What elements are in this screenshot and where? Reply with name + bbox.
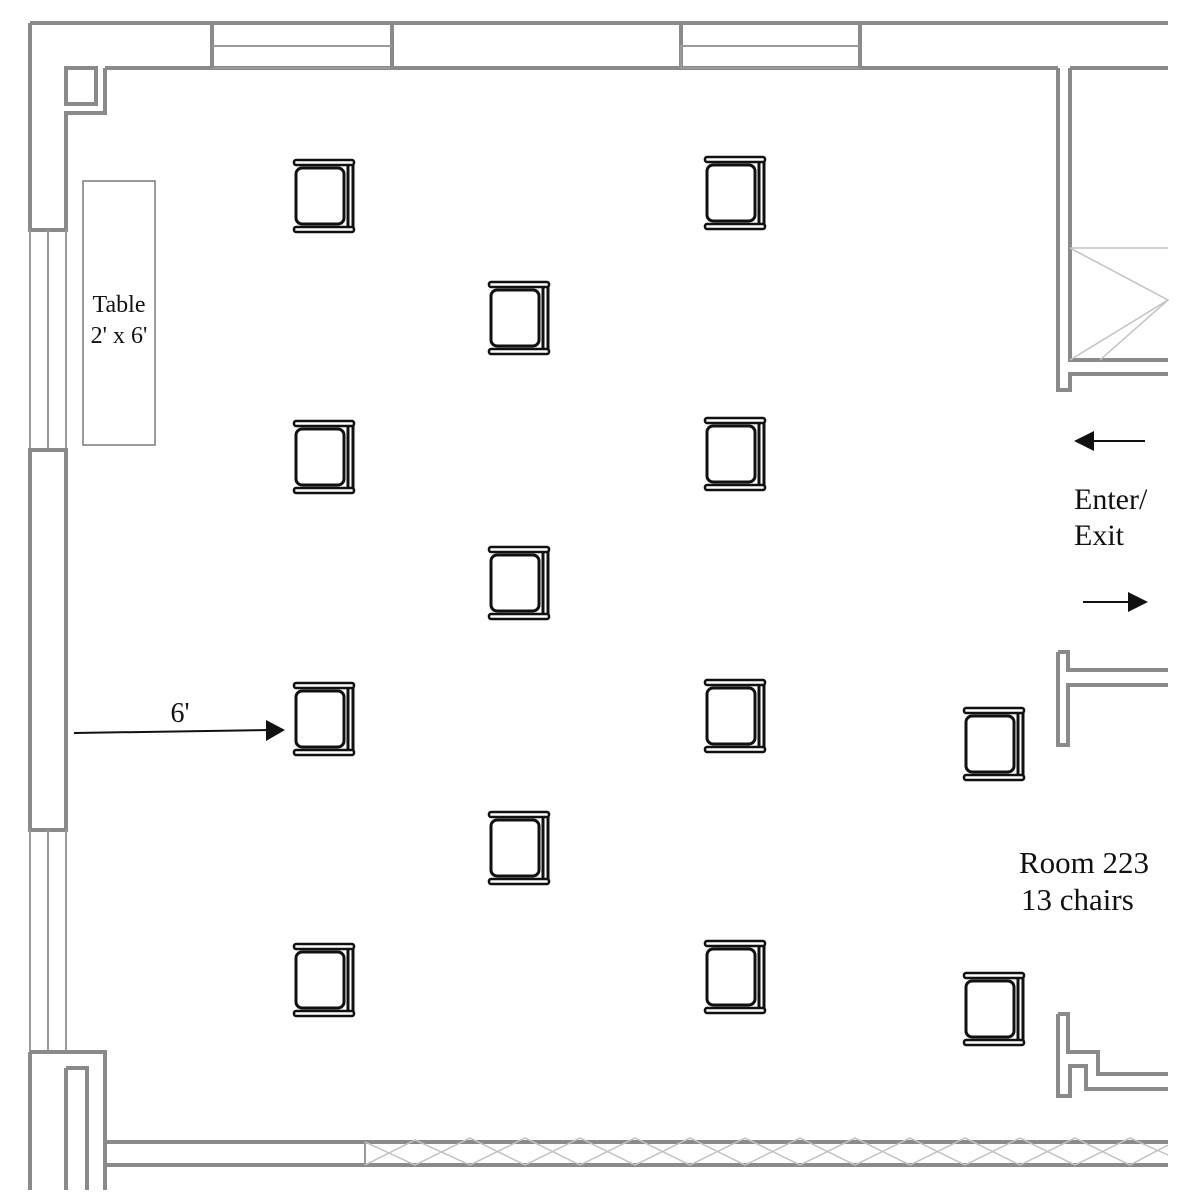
table-outline — [82, 180, 156, 446]
chair — [487, 545, 551, 621]
chair — [292, 681, 356, 757]
chair-bottom-rail — [292, 486, 356, 495]
chair-top-rail — [292, 158, 356, 167]
right-wall-upper — [1056, 66, 1168, 392]
room-chair-count: 13 chairs — [1021, 882, 1134, 917]
right-wall-middle — [1056, 650, 1168, 747]
chair — [962, 706, 1026, 782]
enter-exit-label-line1: Enter/ — [1074, 483, 1148, 516]
chair-top-rail — [962, 971, 1026, 980]
top-window-left — [211, 45, 393, 69]
chair-bottom-rail — [487, 347, 551, 356]
chair — [292, 158, 356, 234]
chair-bottom-rail — [703, 1006, 767, 1015]
table: Table 2' x 6' — [82, 180, 156, 446]
chair-seat — [489, 818, 541, 878]
left-pillar — [28, 448, 68, 832]
top-pillar — [390, 21, 683, 70]
chair-bottom-rail — [703, 483, 767, 492]
right-closet-door-swing-2 — [1099, 299, 1169, 361]
chair — [292, 942, 356, 1018]
chair-seat — [705, 686, 757, 746]
chair-top-rail — [292, 419, 356, 428]
dimension-marker: 6' — [73, 698, 285, 741]
chair-seat — [705, 947, 757, 1007]
chair-seat — [294, 166, 346, 226]
chair — [703, 678, 767, 754]
chair-seat — [489, 288, 541, 348]
dimension-label: 6' — [170, 698, 189, 729]
right-wall-lower — [1056, 1012, 1168, 1098]
chair — [703, 416, 767, 492]
bottom-folding-partition-2 — [364, 1137, 1169, 1166]
chair-bottom-rail — [292, 748, 356, 757]
table-label: Table — [93, 292, 146, 318]
walls — [28, 21, 1170, 1190]
chair-bottom-rail — [487, 877, 551, 886]
room-label: Room 223 13 chairs — [1019, 845, 1149, 917]
chair-seat — [294, 689, 346, 749]
chair-top-rail — [292, 681, 356, 690]
chair — [962, 971, 1026, 1047]
chair-top-rail — [487, 280, 551, 289]
chair-top-rail — [487, 545, 551, 554]
dimension-arrow-line — [73, 729, 271, 734]
exit-arrowhead — [1128, 592, 1148, 612]
chair-seat — [705, 424, 757, 484]
chair-top-rail — [703, 939, 767, 948]
enter-exit-marker: Enter/ Exit — [1074, 431, 1148, 612]
chair-seat — [489, 553, 541, 613]
chair-bottom-rail — [487, 612, 551, 621]
chair — [487, 280, 551, 356]
chairs — [292, 155, 1026, 1047]
chair-bottom-rail — [703, 222, 767, 231]
table-size-label: 2' x 6' — [91, 323, 148, 349]
chair-bottom-rail — [962, 1038, 1026, 1047]
chair-top-rail — [487, 810, 551, 819]
chair-top-rail — [703, 678, 767, 687]
chair — [703, 939, 767, 1015]
chair-top-rail — [962, 706, 1026, 715]
chair — [703, 155, 767, 231]
left-wall-bottom-segment — [28, 1050, 107, 1190]
dimension-arrowhead — [266, 720, 285, 741]
corner-column — [64, 66, 98, 106]
chair-bottom-rail — [962, 773, 1026, 782]
chair-seat — [964, 714, 1016, 774]
chair-seat — [705, 163, 757, 223]
chair — [292, 419, 356, 495]
top-window-right — [680, 45, 861, 69]
enter-exit-label-line2: Exit — [1074, 519, 1125, 552]
chair-bottom-rail — [292, 1009, 356, 1018]
chair-bottom-rail — [292, 225, 356, 234]
chair-top-rail — [703, 416, 767, 425]
chair-top-rail — [703, 155, 767, 164]
enter-arrowhead — [1074, 431, 1094, 451]
chair-top-rail — [292, 942, 356, 951]
chair-seat — [294, 950, 346, 1010]
chair-seat — [294, 427, 346, 487]
chair — [487, 810, 551, 886]
room-name: Room 223 — [1019, 845, 1149, 880]
chair-bottom-rail — [703, 745, 767, 754]
chair-seat — [964, 979, 1016, 1039]
left-wall-top-segment — [28, 23, 107, 232]
